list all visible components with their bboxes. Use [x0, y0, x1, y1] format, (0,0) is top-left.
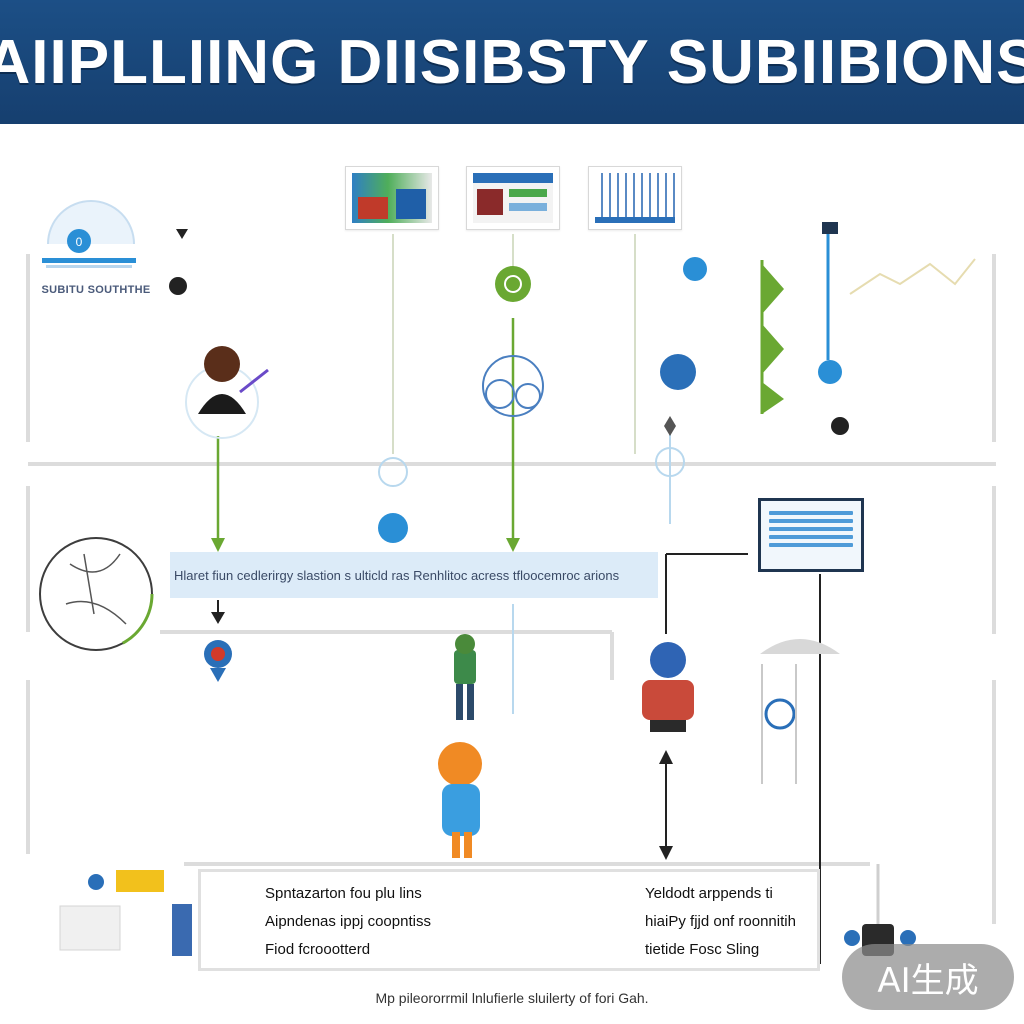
summary-right-column: Yeldodt arppends ti hiaiPy fjjd onf roon… [645, 880, 796, 964]
chart-icon [760, 222, 976, 435]
process-banner: Hlaret fiun cedlerirgy slastion s ulticl… [170, 552, 658, 598]
diamond-icon [176, 229, 188, 239]
screenshot-thumbnail[interactable] [466, 166, 560, 230]
location-icon [204, 640, 232, 682]
screenshot-thumbnail[interactable] [588, 166, 682, 230]
user-icon [642, 642, 694, 732]
summary-line: Aipndenas ippj coopntiss [265, 913, 431, 930]
device-icon [844, 864, 916, 956]
summary-line: Spntazarton fou plu lins [265, 885, 422, 902]
screenshot-thumbnail[interactable] [345, 166, 439, 230]
summary-line: Yeldodt arppends ti [645, 885, 773, 902]
summary-line: tietide Fosc Sling [645, 941, 760, 958]
arrow-icon [506, 538, 520, 552]
equipment-icon [760, 639, 840, 784]
user-icon [185, 346, 269, 439]
network-diagram-icon [38, 536, 154, 652]
summary-left-column: Spntazarton fou plu lins Aipndenas ippj … [265, 880, 431, 964]
summary-box: Spntazarton fou plu lins Aipndenas ippj … [198, 869, 820, 971]
diagram-lines: 0 [26, 200, 996, 964]
user-icon [454, 634, 476, 720]
arrow-icon [659, 750, 673, 764]
summary-line: Fiod fcroootterd [265, 941, 371, 958]
user-icon [438, 742, 482, 858]
monitor-icon [758, 498, 864, 572]
footer-caption: Mp pileororrmil lnlufierle sluilerty of … [375, 990, 649, 1006]
arrow-icon [659, 846, 673, 860]
header-bar: AIIPLLIING DIISIBSTY SUBIIBIONS [0, 0, 1024, 124]
page-title: AIIPLLIING DIISIBSTY SUBIIBIONS [0, 27, 1024, 97]
node-icon [169, 277, 187, 295]
arrow-icon [211, 538, 225, 552]
arrow-icon [211, 612, 225, 624]
network-icon [482, 266, 544, 417]
left-card-label: SUBITU SOUTHTHE [41, 284, 151, 296]
diagram-canvas: 0 [0, 124, 1024, 1024]
summary-line: hiaiPy fjjd onf roonnitih [645, 913, 796, 930]
left-device-icon: 0 [42, 200, 136, 268]
svg-text:0: 0 [76, 235, 83, 249]
toolbox-icon [59, 870, 192, 956]
ai-generated-badge: AI生成 [842, 944, 1014, 1010]
info-icon [378, 257, 707, 543]
